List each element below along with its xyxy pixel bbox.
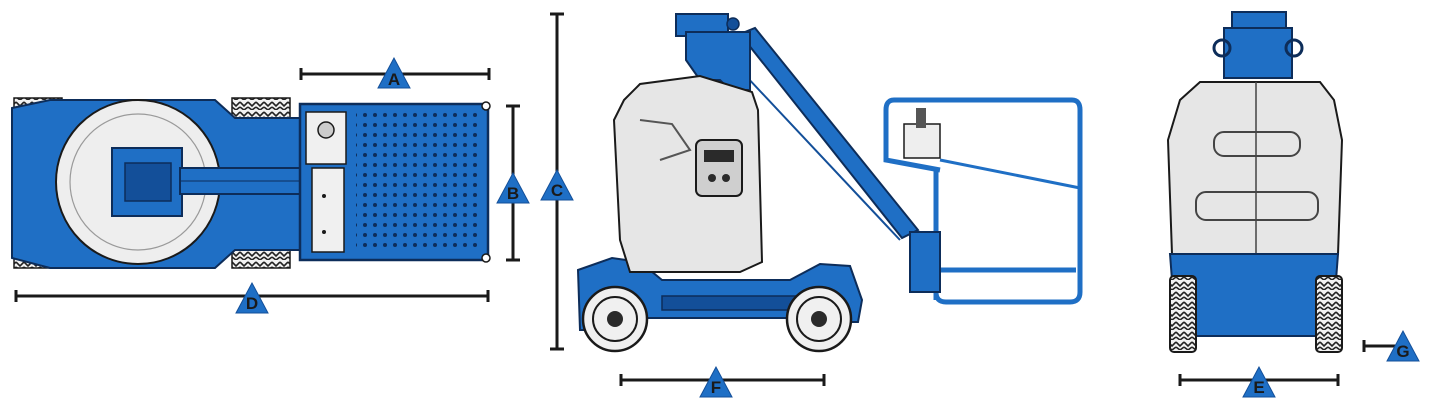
dimension-a: A: [299, 56, 491, 89]
side-view-control-panel: [695, 139, 743, 197]
dimension-a-label: A: [388, 70, 400, 89]
dimension-f-label: F: [711, 378, 721, 397]
rear-view-body-cover: [1166, 81, 1344, 255]
side-view-rear-wheel: [581, 285, 649, 353]
side-view: C: [540, 12, 1083, 398]
top-view: A B D: [11, 56, 530, 314]
side-view-front-wheel: [785, 285, 853, 353]
rear-view-left-tire: [1169, 275, 1197, 353]
dimension-c-label: C: [551, 181, 563, 200]
dimension-d: D: [14, 281, 490, 314]
side-view-body-cover: [612, 74, 764, 273]
side-view-mast-head: [675, 13, 751, 91]
dimension-e-label: E: [1253, 378, 1264, 397]
platform-floor-hatch: [311, 167, 345, 253]
dimension-g: G: [1362, 329, 1420, 362]
dimension-e: E: [1178, 365, 1340, 398]
top-view-boom: [179, 167, 306, 195]
top-view-platform: [298, 101, 491, 263]
side-view-platform: [883, 97, 1083, 305]
rear-view-right-tire: [1315, 275, 1343, 353]
dimension-f: F: [619, 365, 826, 398]
dimension-b-label: B: [507, 184, 519, 203]
side-view-jib-arm: [738, 26, 920, 241]
dimension-b: B: [496, 104, 530, 262]
rear-view: E G: [1166, 11, 1420, 398]
dimension-d-label: D: [246, 294, 258, 313]
dimension-g-label: G: [1396, 342, 1409, 361]
dimension-c: C: [540, 12, 574, 351]
rear-view-mast-top: [1212, 11, 1304, 79]
